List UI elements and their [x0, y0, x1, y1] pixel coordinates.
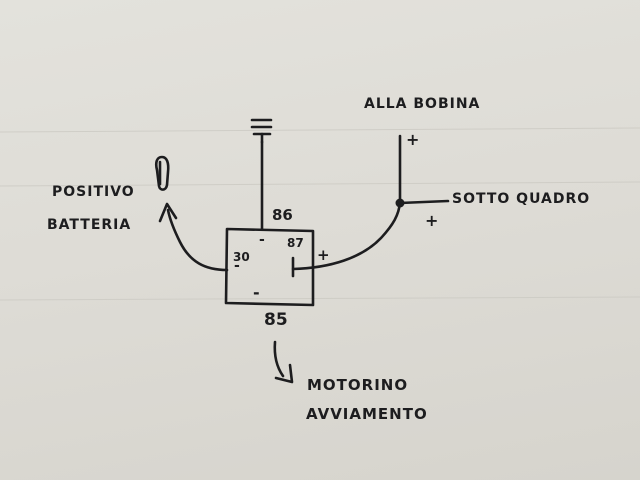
pin-30-label: 30: [233, 250, 250, 264]
relay-box: [224, 227, 315, 307]
sign-plus-87: +: [317, 246, 330, 264]
wire-85-to-starter: [273, 340, 285, 378]
fuse-icon: [154, 155, 170, 191]
wire-87-to-coil: [291, 200, 402, 271]
ground-icon: [250, 118, 273, 144]
pin-85-label: 85: [264, 310, 288, 330]
pin-87-label: 87: [287, 236, 304, 250]
paper-fold-lines: [0, 127, 640, 301]
starter-arrow-icon: [274, 363, 294, 384]
label-avviamento: AVVIAMENTO: [306, 405, 428, 423]
label-positivo: POSITIVO: [52, 184, 135, 200]
sign-plus-sotto-quadro: +: [425, 211, 439, 230]
label-alla-bobina: ALLA BOBINA: [364, 96, 481, 112]
battery-arrow-icon: [158, 202, 178, 223]
label-motorino: MOTORINO: [307, 376, 409, 394]
label-sotto-quadro: SOTTO QUADRO: [452, 191, 591, 207]
sign-plus-coil: +: [406, 130, 420, 149]
sign-minus-85: -: [253, 283, 260, 302]
label-batteria: BATTERIA: [47, 217, 132, 233]
junction-dot: [395, 198, 405, 208]
wire-to-sotto-quadro: [398, 199, 450, 205]
sign-minus-30: -: [234, 258, 240, 274]
wire-30-to-battery: [166, 208, 229, 272]
sign-minus-86: -: [259, 232, 265, 248]
pin-86-label: 86: [272, 206, 293, 224]
